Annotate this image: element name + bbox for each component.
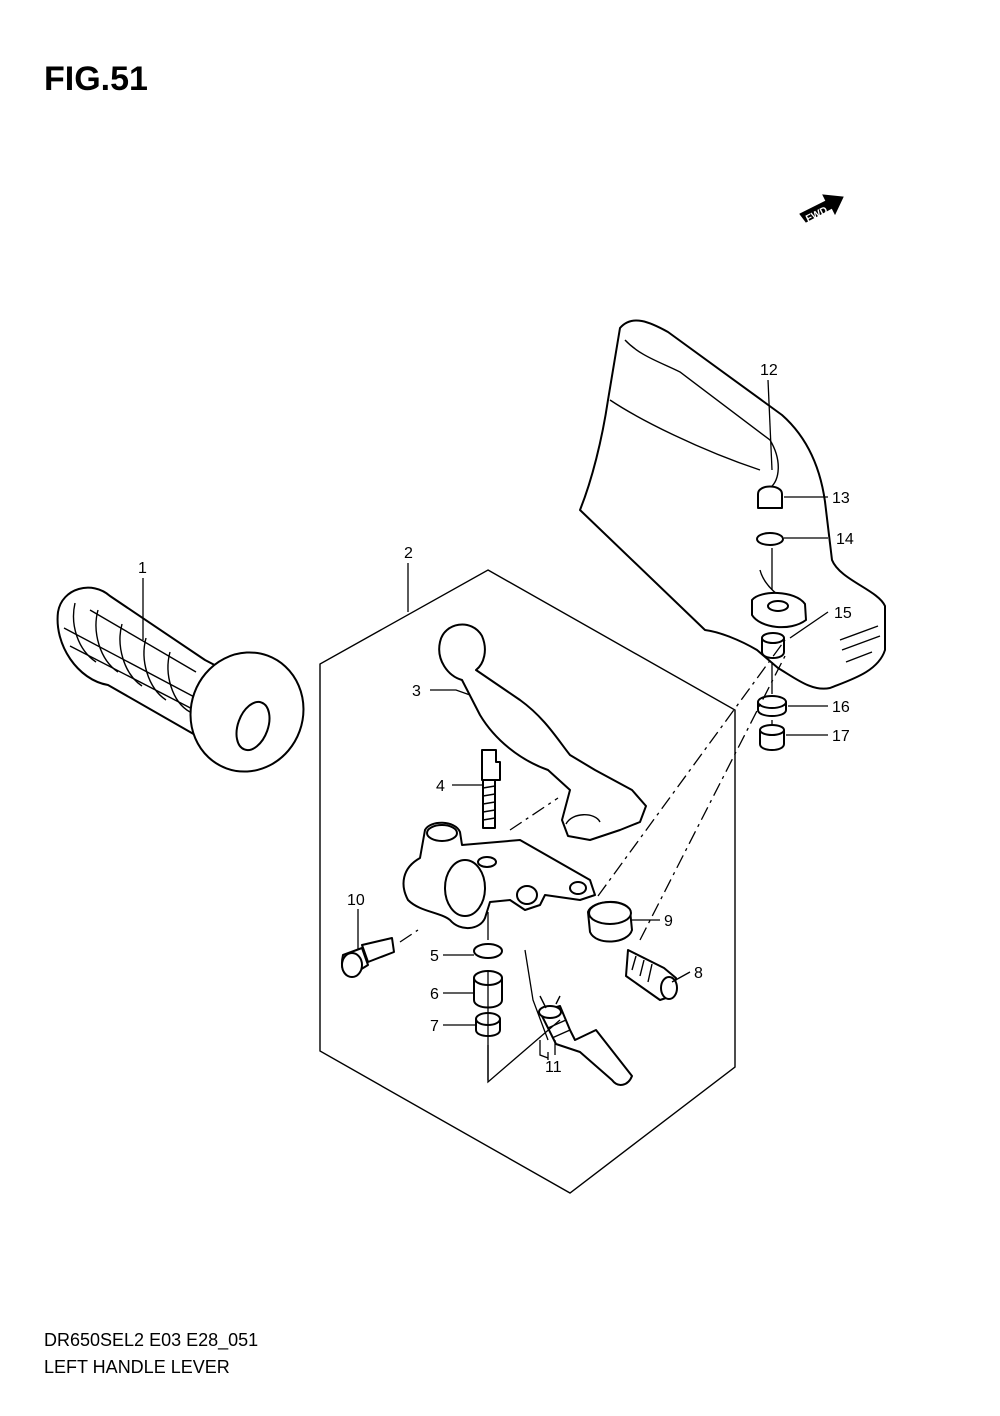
lower-washer bbox=[757, 695, 787, 717]
callout-1: 1 bbox=[138, 560, 147, 577]
assembly-outline bbox=[319, 569, 736, 1194]
fwd-label: FWD bbox=[804, 205, 829, 225]
callout-17: 17 bbox=[832, 728, 850, 745]
callout-3: 3 bbox=[412, 683, 421, 700]
callout-13: 13 bbox=[832, 490, 850, 507]
callout-10: 10 bbox=[347, 892, 365, 909]
callout-8: 8 bbox=[694, 965, 703, 982]
upper-washer bbox=[756, 532, 784, 546]
callout-9: 9 bbox=[664, 913, 673, 930]
bolt-washer bbox=[473, 943, 503, 959]
callout-7: 7 bbox=[430, 1018, 439, 1035]
lever-perch bbox=[402, 821, 596, 929]
callout-4: 4 bbox=[436, 778, 445, 795]
callout-11: 11 bbox=[545, 1059, 562, 1076]
cap-nut bbox=[757, 485, 783, 509]
callout-12: 12 bbox=[760, 362, 778, 379]
guard-spacer bbox=[761, 632, 785, 659]
lever-pivot-bolt bbox=[481, 749, 501, 829]
clutch-lever bbox=[438, 623, 647, 841]
adjuster-lock-nut bbox=[587, 901, 633, 943]
clamp-screw bbox=[340, 937, 395, 978]
callout-16: 16 bbox=[832, 699, 850, 716]
figure-title: FIG.51 bbox=[44, 60, 148, 98]
figure-name: LEFT HANDLE LEVER bbox=[44, 1357, 230, 1377]
fwd-arrow-icon: FWD bbox=[799, 194, 844, 225]
model-code: DR650SEL2 E03 E28_051 bbox=[44, 1330, 259, 1350]
grip bbox=[56, 586, 305, 773]
callout-15: 15 bbox=[834, 605, 852, 622]
guard-nut bbox=[759, 724, 785, 751]
clutch-switch bbox=[538, 995, 633, 1086]
leader-lines bbox=[142, 379, 829, 1084]
callout-5: 5 bbox=[430, 948, 439, 965]
callout-6: 6 bbox=[430, 986, 439, 1003]
callout-2: 2 bbox=[404, 545, 413, 562]
cable-adjuster bbox=[625, 949, 678, 1001]
hand-guard bbox=[579, 319, 886, 690]
callout-14: 14 bbox=[836, 531, 854, 548]
